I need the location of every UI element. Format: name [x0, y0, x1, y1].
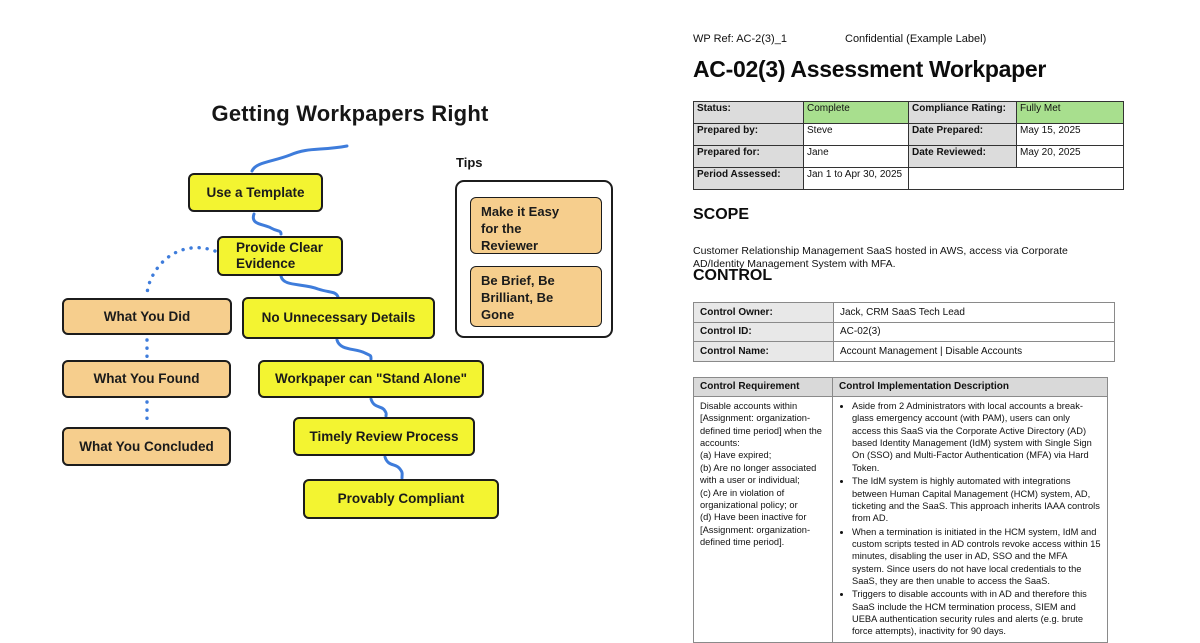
requirement-table: Control Requirement Control Implementati… — [693, 377, 1108, 643]
node-provably-compliant: Provably Compliant — [303, 479, 499, 519]
node-workpaper-stand-alone: Workpaper can "Stand Alone" — [258, 360, 484, 398]
requirement-line: Disable accounts within [Assignment: org… — [700, 401, 822, 449]
control-name-value: Account Management | Disable Accounts — [833, 341, 1115, 362]
connector-evidence-to-details — [279, 274, 340, 299]
connector-top-squiggle — [250, 144, 349, 173]
assessment-workpaper-document: WP Ref: AC-2(3)_1 Confidential (Example … — [693, 0, 1133, 643]
control-heading: CONTROL — [693, 267, 773, 284]
table-row: Control Name: Account Management | Disab… — [693, 341, 1115, 362]
implementation-bullet: The IdM system is highly automated with … — [852, 475, 1101, 524]
implementation-bullet: When a termination is initiated in the H… — [852, 526, 1101, 588]
table-header-row: Control Requirement Control Implementati… — [693, 377, 1108, 397]
status-table: Status: Complete Compliance Rating: Full… — [693, 101, 1124, 190]
connector-standalone-to-timely — [369, 397, 388, 418]
compliance-rating-label: Compliance Rating: — [908, 101, 1017, 124]
table-row: Control Owner: Jack, CRM SaaS Tech Lead — [693, 302, 1115, 323]
period-assessed-label: Period Assessed: — [693, 167, 804, 190]
tip-be-brief: Be Brief, Be Brilliant, Be Gone — [470, 266, 602, 327]
scope-heading: SCOPE — [693, 206, 750, 223]
requirement-line: (c) Are in violation of organizational p… — [700, 487, 798, 510]
control-id-label: Control ID: — [693, 321, 834, 342]
compliance-rating-value: Fully Met — [1016, 101, 1124, 124]
connector-dotted-evidence-to-did — [145, 246, 217, 298]
scope-body: Customer Relationship Management SaaS ho… — [693, 244, 1068, 271]
tips-box: Make it Easy for the Reviewer Be Brief, … — [455, 180, 613, 338]
table-row: Status: Complete Compliance Rating: Full… — [693, 101, 1124, 124]
table-row: Disable accounts within [Assignment: org… — [693, 396, 1108, 643]
diagram-title: Getting Workpapers Right — [211, 101, 489, 126]
control-id-value: AC-02(3) — [833, 321, 1115, 342]
implementation-bullet: Triggers to disable accounts with in AD … — [852, 588, 1101, 637]
empty-cell — [909, 168, 1017, 190]
date-prepared-label: Date Prepared: — [908, 123, 1017, 146]
control-name-label: Control Name: — [693, 341, 834, 362]
node-what-you-found: What You Found — [62, 360, 231, 398]
control-owner-label: Control Owner: — [693, 302, 834, 323]
node-no-unnecessary-details: No Unnecessary Details — [242, 297, 435, 339]
table-row: Control ID: AC-02(3) — [693, 321, 1115, 342]
document-title: AC-02(3) Assessment Workpaper — [693, 56, 1047, 82]
tips-label: Tips — [456, 155, 483, 170]
node-use-a-template: Use a Template — [188, 173, 323, 212]
requirement-line: (b) Are no longer associated with a user… — [700, 462, 817, 486]
node-what-you-concluded: What You Concluded — [62, 427, 231, 466]
implementation-bullet: Aside from 2 Administrators with local a… — [852, 400, 1101, 474]
empty-cell — [1017, 168, 1124, 190]
requirement-line: (d) Have been inactive for [Assignment: … — [700, 512, 811, 547]
confidential-label: Confidential (Example Label) — [845, 33, 987, 45]
connector-template-to-evidence — [251, 212, 283, 236]
control-requirement-header: Control Requirement — [693, 377, 833, 397]
wp-ref: WP Ref: AC-2(3)_1 — [693, 33, 787, 45]
control-requirement-cell: Disable accounts within [Assignment: org… — [693, 396, 833, 643]
prepared-by-value: Steve — [803, 123, 909, 146]
control-implementation-header: Control Implementation Description — [832, 377, 1108, 397]
page-canvas: Getting Workpapers Right Use a Template … — [0, 0, 1200, 630]
date-reviewed-label: Date Reviewed: — [908, 145, 1017, 168]
requirement-line: (a) Have expired; — [700, 450, 772, 461]
tip-make-it-easy: Make it Easy for the Reviewer — [470, 197, 602, 254]
node-provide-clear-evidence: Provide Clear Evidence — [217, 236, 343, 276]
status-value: Complete — [803, 101, 909, 124]
connector-timely-to-provably — [383, 455, 404, 480]
status-label: Status: — [693, 101, 804, 124]
prepared-for-label: Prepared for: — [693, 145, 804, 168]
date-reviewed-value: May 20, 2025 — [1016, 145, 1124, 168]
document-header: WP Ref: AC-2(3)_1 Confidential (Example … — [693, 33, 1123, 45]
node-what-you-did: What You Did — [62, 298, 232, 335]
date-prepared-value: May 15, 2025 — [1016, 123, 1124, 146]
period-assessed-value: Jan 1 to Apr 30, 2025 — [803, 167, 909, 190]
table-row: Period Assessed: Jan 1 to Apr 30, 2025 — [693, 167, 1124, 190]
table-row: Prepared by: Steve Date Prepared: May 15… — [693, 123, 1124, 146]
control-owner-value: Jack, CRM SaaS Tech Lead — [833, 302, 1115, 323]
implementation-bullet-list: Aside from 2 Administrators with local a… — [839, 400, 1101, 638]
control-table: Control Owner: Jack, CRM SaaS Tech Lead … — [693, 302, 1115, 362]
connector-details-to-standalone — [335, 338, 373, 361]
table-row: Prepared for: Jane Date Reviewed: May 20… — [693, 145, 1124, 168]
prepared-for-value: Jane — [803, 145, 909, 168]
node-timely-review-process: Timely Review Process — [293, 417, 475, 456]
control-implementation-cell: Aside from 2 Administrators with local a… — [832, 396, 1108, 643]
workpapers-flowchart: Getting Workpapers Right Use a Template … — [62, 101, 613, 519]
prepared-by-label: Prepared by: — [693, 123, 804, 146]
